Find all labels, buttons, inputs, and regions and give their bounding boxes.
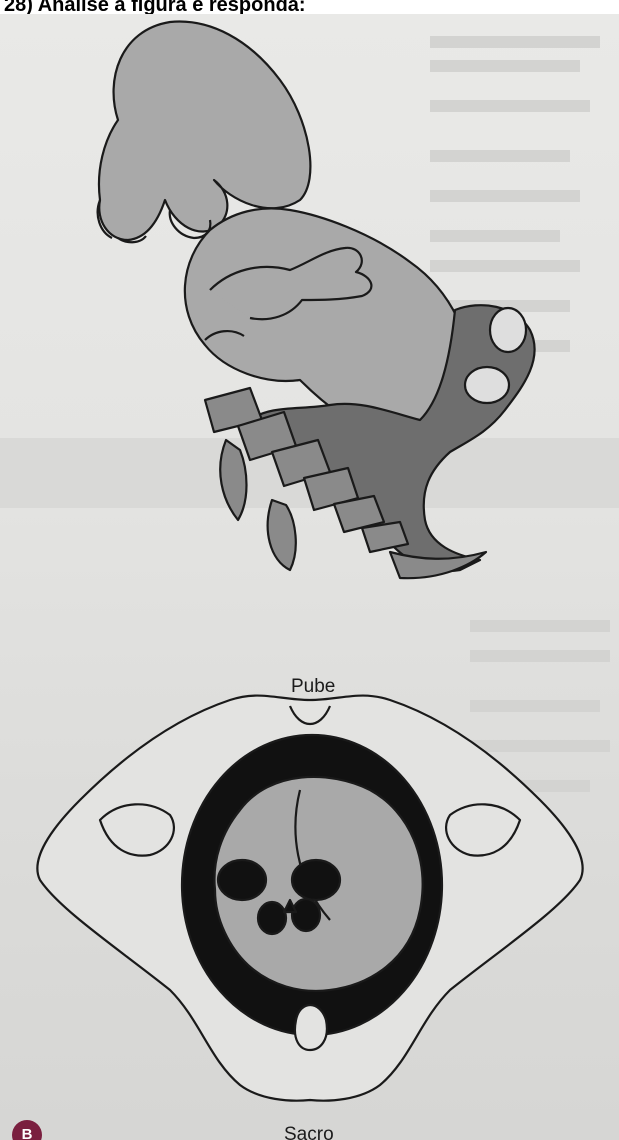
textbook-photo: Pube Sacro B — [0, 14, 619, 1140]
pelvic-inlet-figure — [37, 696, 582, 1101]
label-sacro: Sacro — [284, 1124, 334, 1140]
label-pube: Pube — [291, 676, 335, 698]
obstetric-illustration — [0, 14, 619, 1140]
